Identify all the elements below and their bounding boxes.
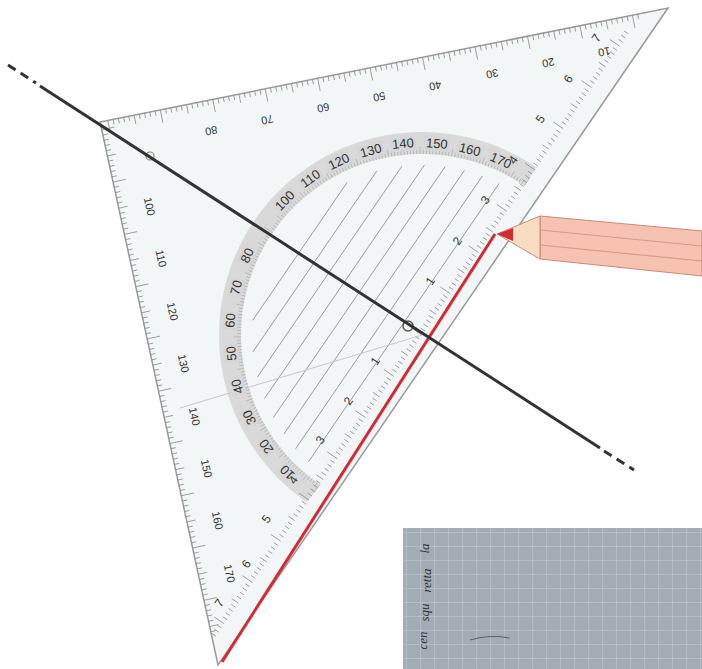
handwritten-text: cen xyxy=(415,631,428,649)
black-line-dashed-end xyxy=(604,451,634,470)
parallel-guide-lines xyxy=(253,165,499,462)
edge-scale-number: 80 xyxy=(204,124,218,137)
edge-scale-number: 30 xyxy=(485,67,499,80)
guide-line xyxy=(180,335,422,408)
protractor-number: 60 xyxy=(222,310,238,330)
edge-scale-number: 60 xyxy=(316,101,330,114)
protractor-band xyxy=(230,143,530,493)
protractor-number: 50 xyxy=(223,344,240,364)
handwritten-text: retta xyxy=(419,568,432,592)
handwritten-text: squ xyxy=(418,603,431,621)
black-line xyxy=(40,86,600,448)
handwritten-text: la xyxy=(418,543,431,553)
pencil xyxy=(497,216,702,276)
edge-scale-number: 20 xyxy=(541,56,555,69)
edge-scale-number: 40 xyxy=(428,79,442,92)
protractor-number: 140 xyxy=(390,135,417,152)
black-line-dashed-end xyxy=(8,65,36,83)
edge-scale-number: 50 xyxy=(372,90,386,103)
edge-scale-number: 70 xyxy=(260,112,274,125)
inset-photo xyxy=(403,528,702,669)
edge-scale-number: 160 xyxy=(210,511,225,531)
protractor-number: 150 xyxy=(423,135,450,152)
edge-scale-number: 10 xyxy=(597,45,611,58)
